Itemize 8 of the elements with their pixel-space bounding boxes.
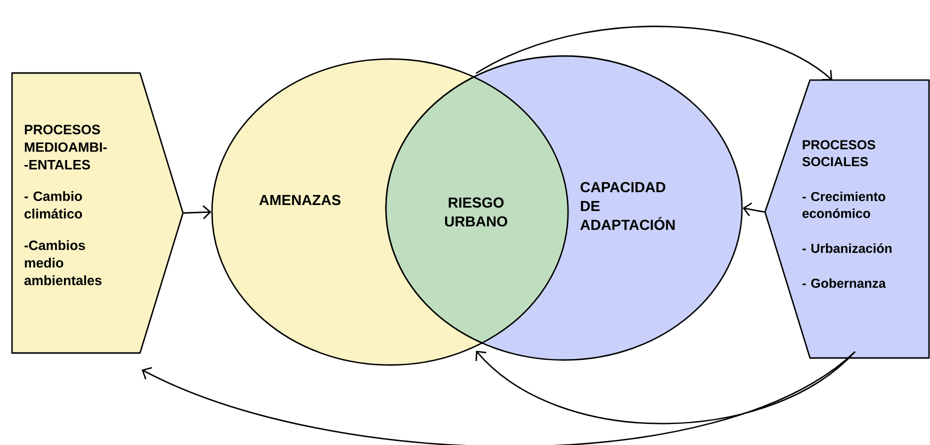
process-pentagon: PROCESOS MEDIOAMBI- -ENTALES - Cambio climático -Cambios medio ambientales (11, 72, 184, 354)
intersection-lens: RIESGO URBANO (386, 76, 569, 344)
process-hexagon: PROCESOS SOCIALES - Crecimiento económico - Urbanización - Gobernanza (764, 79, 930, 359)
arrow (742, 202, 764, 216)
arrow (476, 26, 832, 80)
arrow (184, 205, 212, 220)
arrow (476, 350, 856, 424)
arrow (142, 351, 856, 445)
